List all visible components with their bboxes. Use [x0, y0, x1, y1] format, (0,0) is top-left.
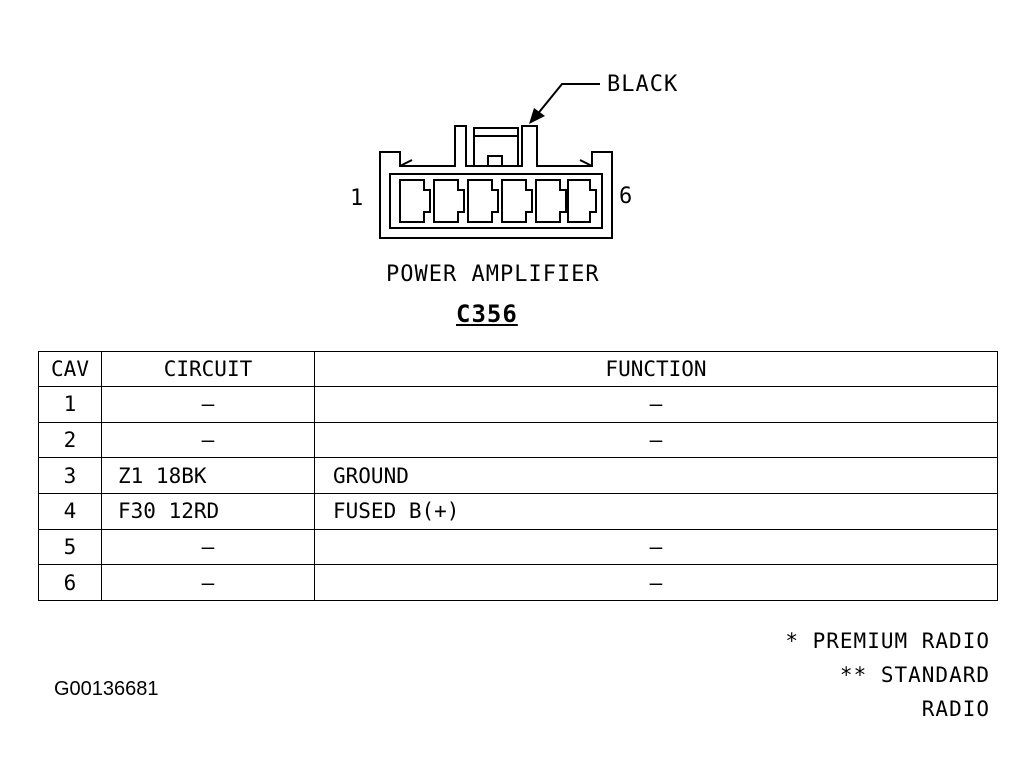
connector-lock-window: [487, 155, 503, 167]
leader-line: [535, 83, 600, 117]
cell-function: FUSED B(+): [314, 492, 998, 530]
cell-function: –: [314, 386, 998, 423]
connector-lock-tab: [473, 127, 519, 167]
cell-cav: 3: [38, 457, 102, 494]
table-row: 4 F30 12RD FUSED B(+): [38, 492, 998, 530]
table-row: 1 – –: [38, 386, 998, 423]
connector-name: POWER AMPLIFIER: [386, 262, 600, 287]
table-row: 2 – –: [38, 421, 998, 459]
legend-premium-radio: * PREMIUM RADIO: [785, 629, 990, 653]
header-function: FUNCTION: [314, 351, 998, 387]
connector-color-label: BLACK: [607, 72, 679, 97]
cell-cav: 4: [38, 492, 102, 530]
table-row: 5 – –: [38, 528, 998, 566]
pin-number-first: 1: [350, 186, 364, 211]
cell-cav: 6: [38, 564, 102, 601]
connector-housing-outer: [379, 125, 613, 239]
table-row: 3 Z1 18BK GROUND: [38, 457, 998, 494]
cell-cav: 2: [38, 421, 102, 459]
cavity-4: [501, 179, 533, 223]
cavity-5: [535, 179, 567, 223]
cavity-1: [399, 179, 431, 223]
cell-circuit: Z1 18BK: [101, 457, 315, 494]
cell-circuit: –: [101, 386, 315, 423]
cell-function: –: [314, 564, 998, 601]
connector-id: C356: [456, 300, 518, 328]
cell-circuit: –: [101, 421, 315, 459]
legend-standard-radio: ** STANDARD RADIO: [839, 663, 990, 721]
cavity-2: [433, 179, 465, 223]
figure-id: G00136681: [54, 678, 159, 700]
table-header-row: CAV CIRCUIT FUNCTION: [38, 351, 998, 387]
connector-housing-inner: [389, 173, 603, 229]
cell-cav: 5: [38, 528, 102, 566]
cell-function: –: [314, 421, 998, 459]
cell-circuit: –: [101, 564, 315, 601]
leader-arrowhead: [529, 108, 545, 124]
cavity-3: [467, 179, 499, 223]
pinout-table: CAV CIRCUIT FUNCTION 1 – – 2 – – 3 Z1 18…: [38, 351, 998, 601]
cell-function: GROUND: [314, 457, 998, 494]
cell-cav: 1: [38, 386, 102, 423]
pin-number-last: 6: [619, 184, 633, 209]
cavity-6: [567, 179, 597, 223]
legend: * PREMIUM RADIO ** STANDARD RADIO: [760, 624, 990, 726]
cavities: [399, 179, 597, 223]
header-cav: CAV: [38, 351, 102, 387]
header-circuit: CIRCUIT: [101, 351, 315, 387]
cell-circuit: –: [101, 528, 315, 566]
cell-circuit: F30 12RD: [101, 492, 315, 530]
cell-function: –: [314, 528, 998, 566]
table-row: 6 – –: [38, 564, 998, 601]
